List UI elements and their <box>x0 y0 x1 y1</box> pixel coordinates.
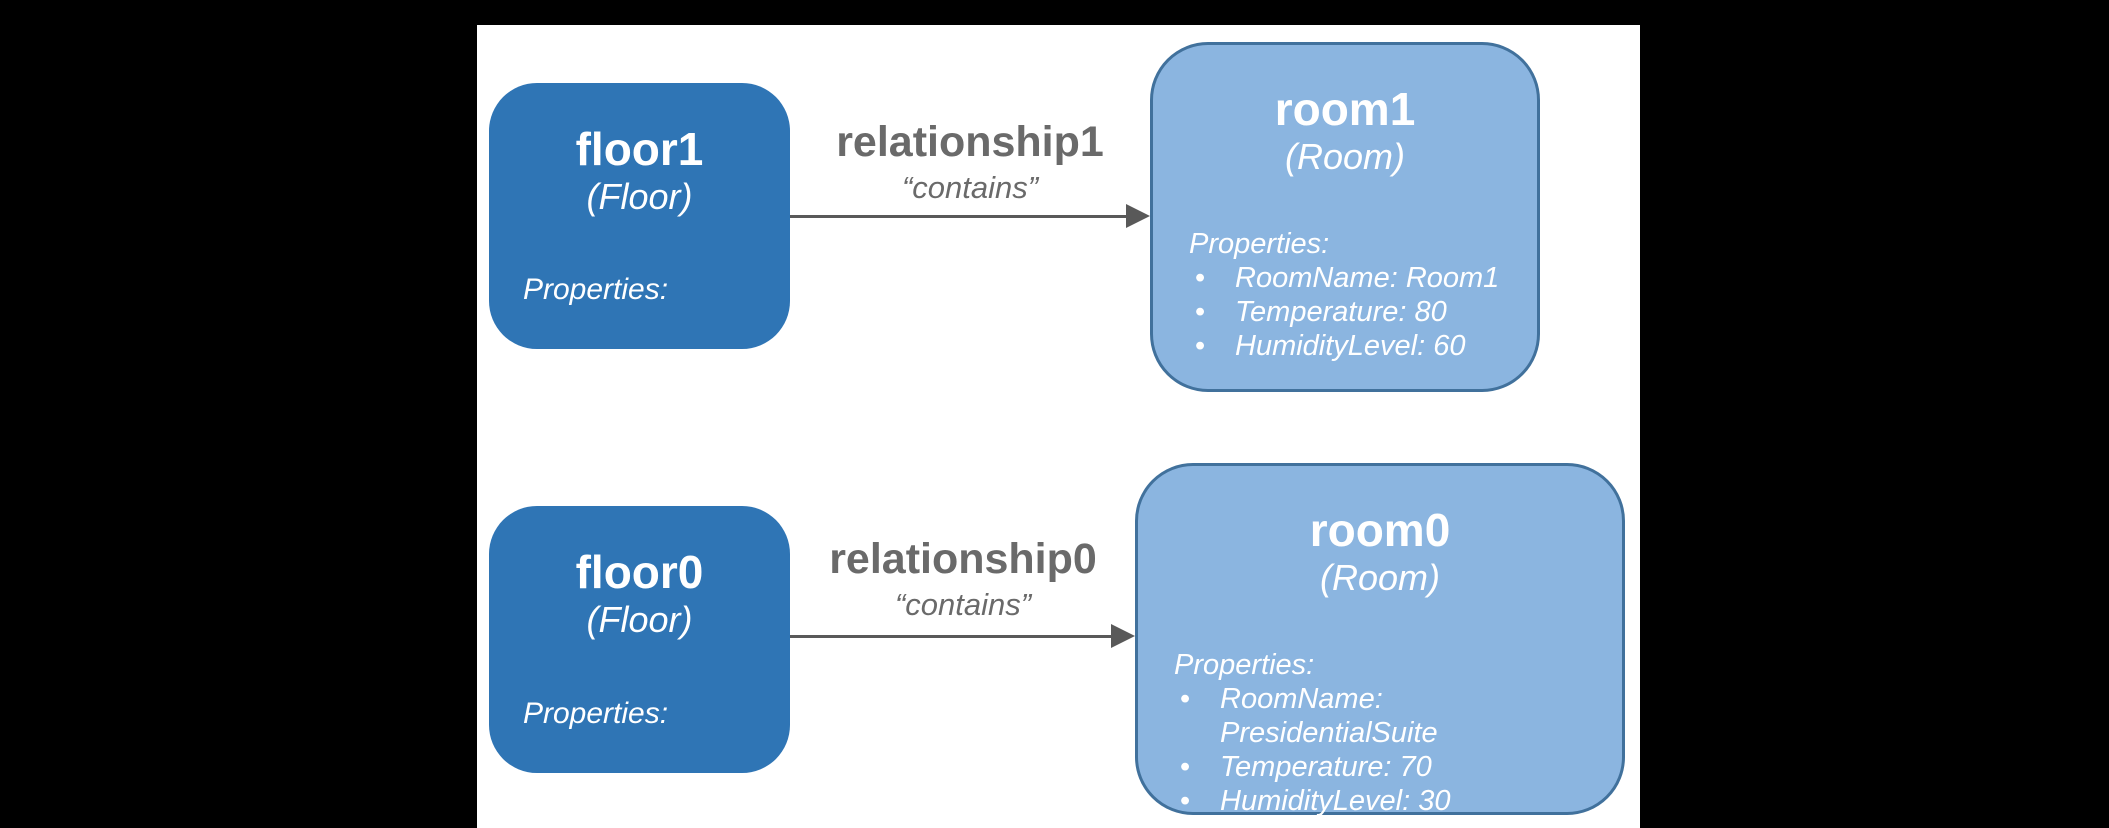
node-floor1: floor1 (Floor) Properties: <box>489 83 790 349</box>
properties-label: Properties: <box>1189 228 1330 260</box>
node-room0: room0 (Room) Properties: RoomName: Presi… <box>1135 463 1625 818</box>
property-item: Temperature: 70 <box>1174 750 1602 784</box>
node-type: (Floor) <box>586 599 693 640</box>
node-type: (Floor) <box>586 176 693 217</box>
node-room1: room1 (Room) Properties: RoomName: Room1… <box>1150 42 1540 392</box>
relationship-kind: “contains” <box>894 587 1032 622</box>
relationship0-label: relationship0 “contains” <box>829 534 1097 623</box>
arrow-shaft <box>790 634 1111 638</box>
node-title: floor1 <box>575 123 704 175</box>
relationship1-label: relationship1 “contains” <box>836 117 1104 206</box>
properties-list: RoomName: PresidentialSuite Temperature:… <box>1174 682 1602 818</box>
arrow-shaft <box>790 214 1126 218</box>
property-item: RoomName: Room1 <box>1189 261 1499 295</box>
properties-list: RoomName: Room1 Temperature: 80 Humidity… <box>1189 261 1499 363</box>
node-title: room0 <box>1309 504 1451 556</box>
properties-label: Properties: <box>523 697 669 730</box>
property-item: RoomName: PresidentialSuite <box>1174 682 1602 750</box>
node-title: room1 <box>1274 83 1416 135</box>
node-type: (Room) <box>1284 136 1405 177</box>
property-item: HumidityLevel: 60 <box>1189 329 1499 363</box>
arrow-head-icon <box>1111 624 1135 648</box>
properties-block: Properties: RoomName: PresidentialSuite … <box>1138 648 1622 818</box>
relationship-kind: “contains” <box>901 170 1039 205</box>
arrow-head-icon <box>1126 204 1150 228</box>
node-type: (Room) <box>1319 557 1440 598</box>
property-item: HumidityLevel: 30 <box>1174 784 1602 818</box>
property-item: Temperature: 80 <box>1189 295 1499 329</box>
arrow-floor0-room0 <box>790 623 1135 649</box>
slide-background: floor1 (Floor) Properties: relationship1… <box>477 25 1640 828</box>
relationship-name: relationship1 <box>836 118 1104 166</box>
relationship-name: relationship0 <box>829 535 1097 583</box>
properties-label: Properties: <box>523 273 669 306</box>
node-floor0: floor0 (Floor) Properties: <box>489 506 790 773</box>
node-title: floor0 <box>575 546 704 598</box>
properties-block: Properties: RoomName: Room1 Temperature:… <box>1153 227 1519 363</box>
properties-label: Properties: <box>1174 649 1315 681</box>
arrow-floor1-room1 <box>790 203 1150 229</box>
